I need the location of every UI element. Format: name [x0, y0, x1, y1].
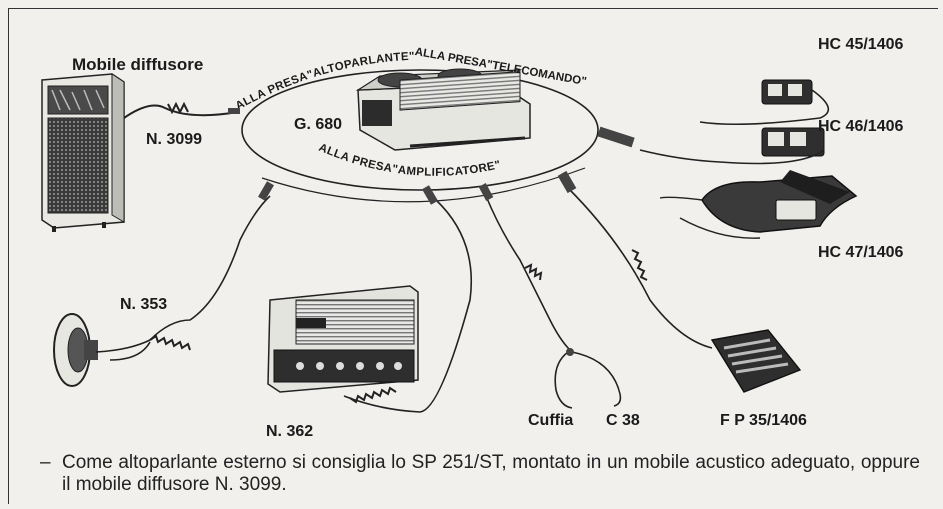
caption-text: Come altoparlante esterno si consiglia l… — [62, 452, 920, 495]
remote-hc47 — [659, 170, 858, 239]
label-c38: C 38 — [606, 412, 640, 429]
label-hc46: HC 46/1406 — [818, 118, 904, 135]
speaker-n353 — [53, 313, 151, 387]
diagram-frame — [8, 8, 938, 504]
label-n353: N. 353 — [120, 296, 168, 313]
caption-dash: – — [40, 452, 51, 473]
label-fp35: F P 35/1406 — [720, 412, 807, 429]
remote-hc46 — [597, 126, 825, 165]
label-hc45: HC 45/1406 — [818, 36, 904, 53]
remote-hc45 — [699, 79, 830, 126]
connection-ellipse — [241, 69, 599, 191]
amplifier-n362 — [267, 285, 419, 393]
footpedal-fp35 — [557, 170, 802, 393]
tape-recorder-g680 — [355, 68, 531, 151]
mobile-diffusore-cabinet — [41, 73, 125, 232]
label-n362: N. 362 — [266, 423, 314, 440]
label-mobile-diffusore: Mobile diffusore — [72, 55, 204, 74]
label-cuffia: Cuffia — [528, 412, 574, 429]
label-hc47: HC 47/1406 — [818, 244, 904, 261]
label-g680: G. 680 — [294, 116, 343, 133]
caption: – Come altoparlante esterno si consiglia… — [40, 452, 920, 496]
headphones-c38 — [478, 183, 622, 409]
label-n3099: N. 3099 — [146, 131, 203, 148]
